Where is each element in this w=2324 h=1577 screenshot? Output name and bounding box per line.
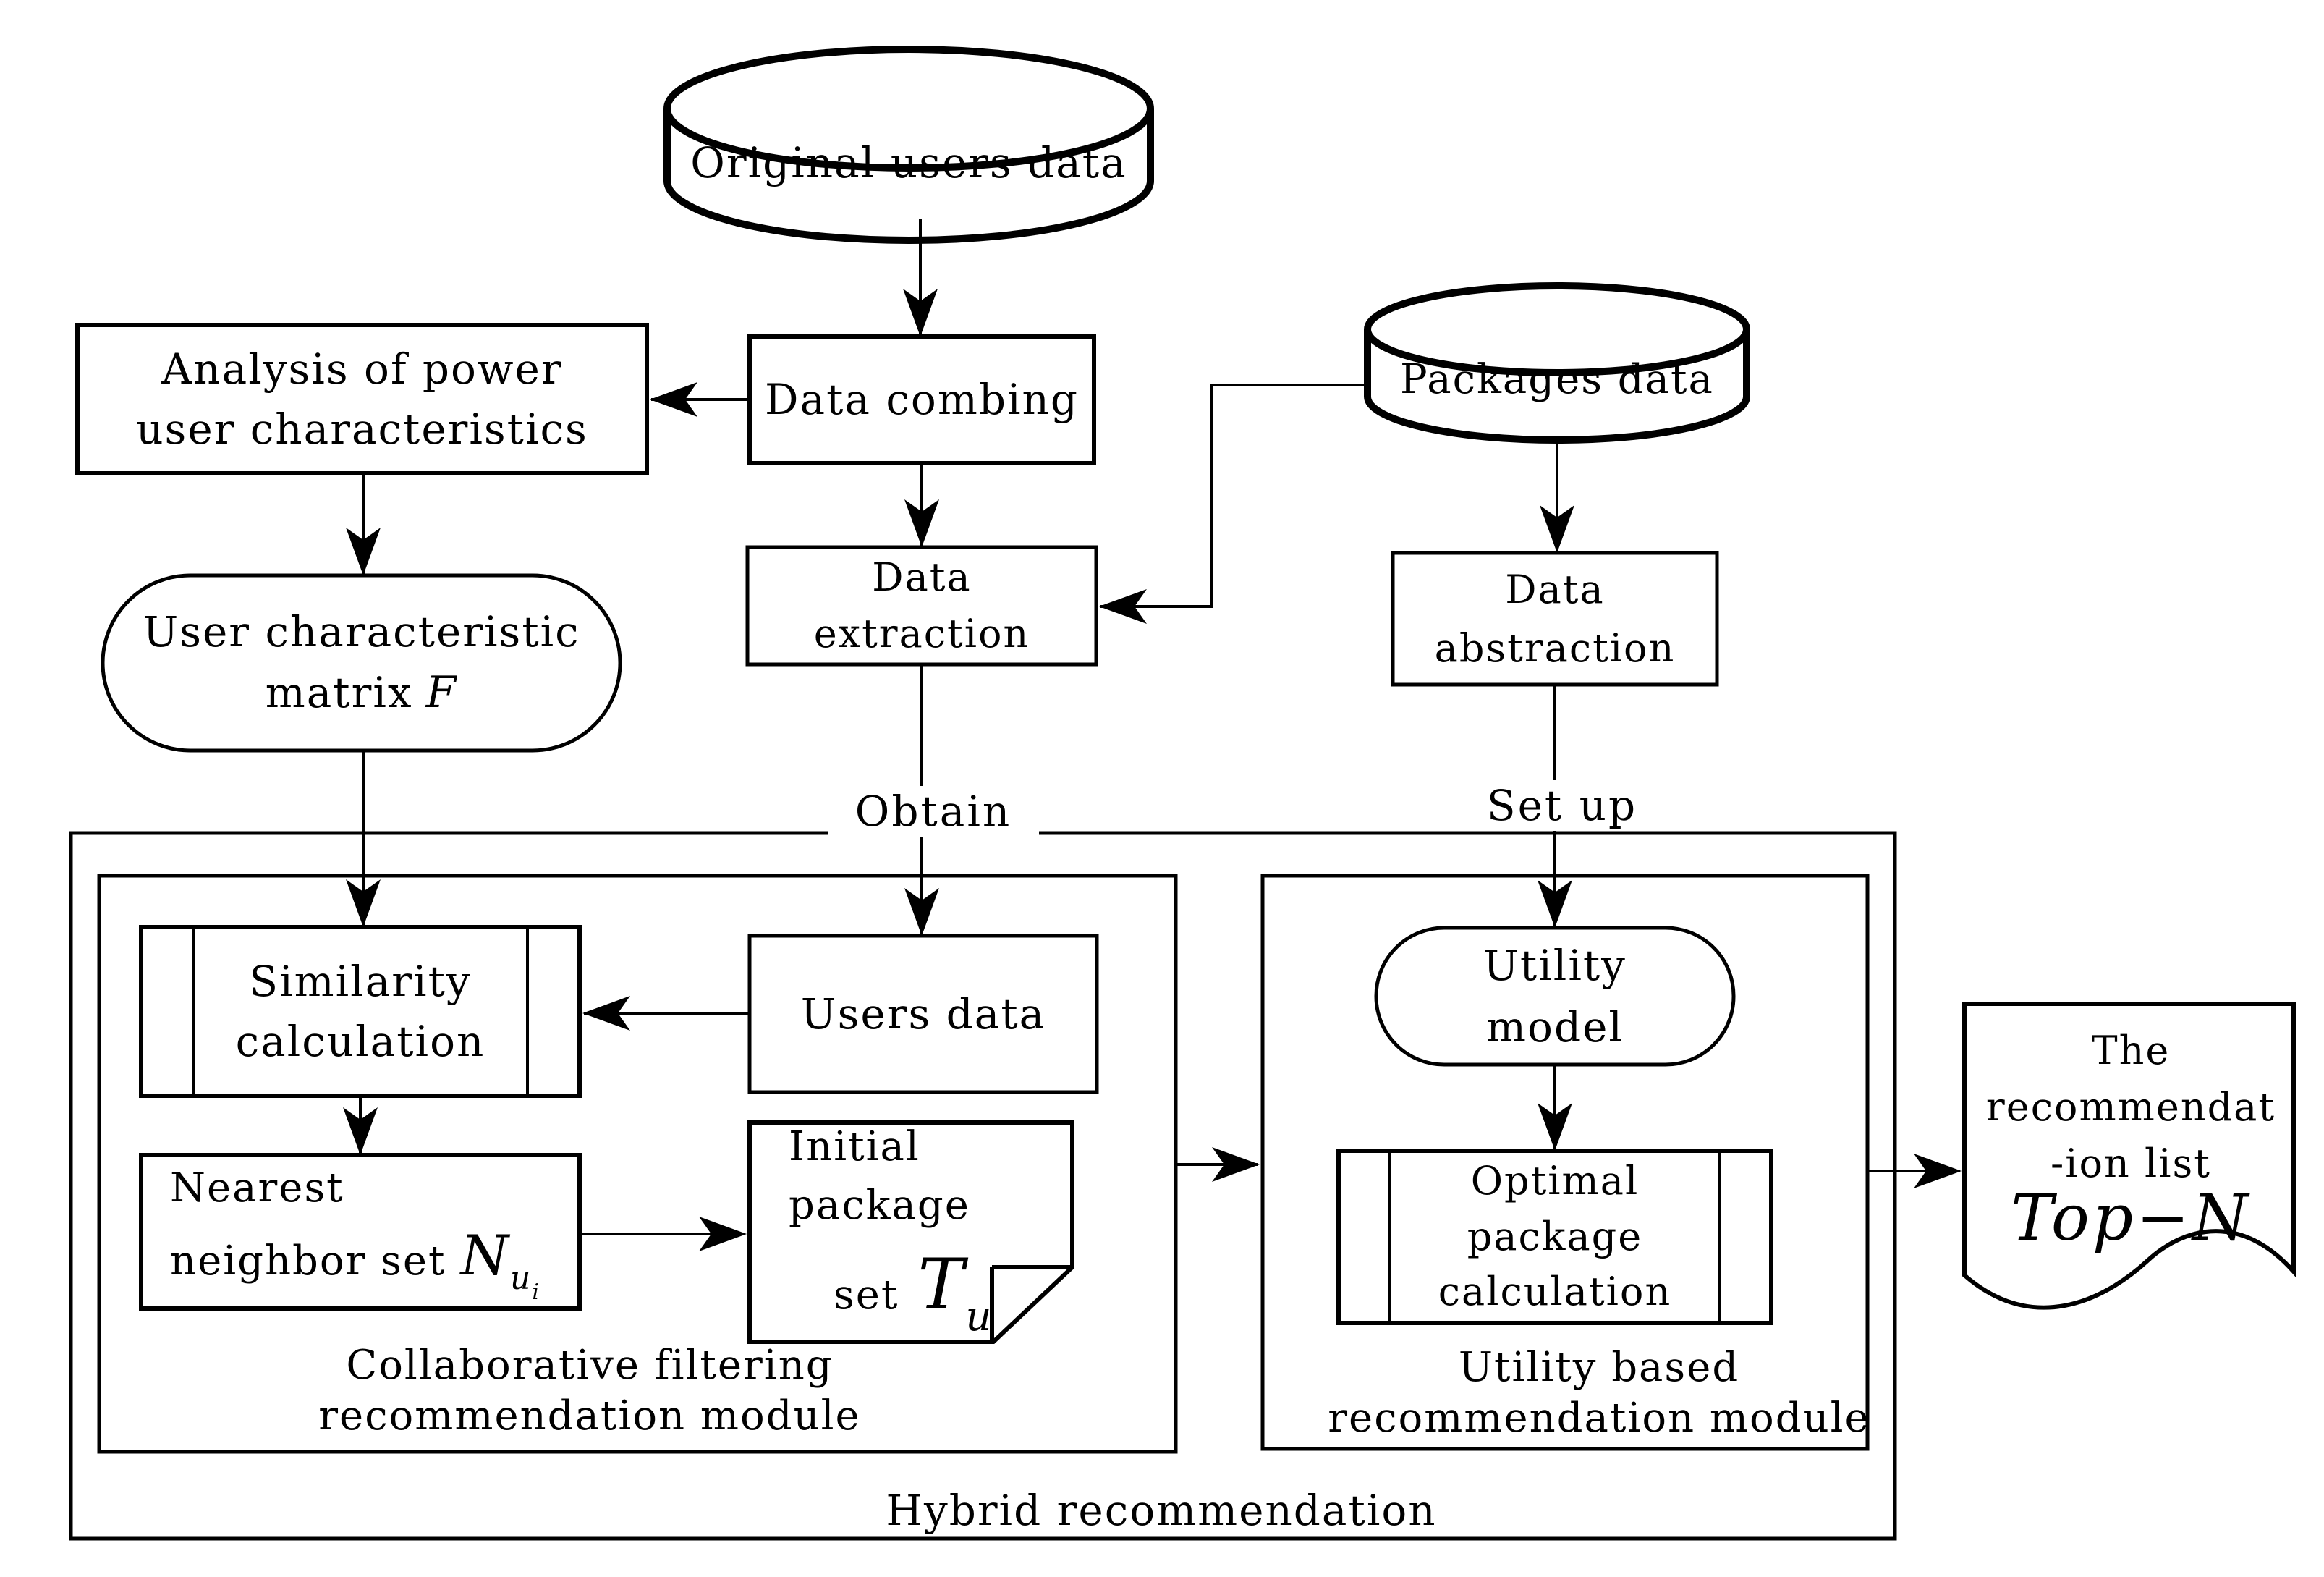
obtain-edge-label: Obtain	[828, 786, 1039, 837]
similarity-calculation-shape	[139, 925, 582, 1098]
utility-module-label: Utility based recommendation module	[1328, 1344, 1870, 1442]
data-extraction-label: Data extraction	[813, 554, 1030, 656]
matrix-f-symbol: F	[425, 667, 458, 718]
analysis-label: Analysis of power user characteristics	[136, 344, 588, 454]
data-abstraction-box	[1391, 551, 1719, 687]
optimal-package-shape	[1336, 1149, 1773, 1325]
similarity-calculation-label: Similarity calculation	[235, 957, 485, 1066]
original-users-data-label: Original users data	[690, 138, 1127, 187]
utility-module-container	[1260, 874, 1870, 1451]
initial-t-symbol: T	[917, 1244, 966, 1326]
optimal-package-label: Optimal package calculation	[1438, 1157, 1672, 1315]
packages-data-label: Packages data	[1400, 356, 1714, 404]
users-data-label: Users data	[800, 989, 1046, 1039]
edge-packages-to-extraction	[1099, 384, 1367, 624]
data-extraction-box	[745, 545, 1098, 667]
top-n-label: Top−N	[2011, 1180, 2251, 1255]
recommendation-list-label: The recommendat -ion list	[1985, 1027, 2276, 1187]
connectors	[343, 219, 1962, 1251]
user-matrix-stadium	[101, 573, 622, 753]
data-abstraction-label: Data abstraction	[1434, 567, 1676, 671]
nearest-neighbor-box	[139, 1153, 582, 1311]
nearest-n-symbol: N	[460, 1223, 511, 1288]
packages-data-cylinder	[1364, 282, 1750, 444]
initial-package-note-shape	[747, 1120, 1074, 1344]
recommendation-list-document-shape	[1962, 1002, 2296, 1310]
utility-model-label: Utility model	[1483, 941, 1627, 1052]
set-up-edge-label: Set up	[1456, 780, 1668, 831]
collaborative-module-label: Collaborative filtering recommendation m…	[318, 1342, 861, 1439]
analysis-box	[75, 323, 649, 475]
data-combing-label: Data combing	[765, 375, 1079, 425]
original-users-data-cylinder	[663, 46, 1154, 244]
hybrid-recommendation-label: Hybrid recommendation	[886, 1485, 1437, 1535]
